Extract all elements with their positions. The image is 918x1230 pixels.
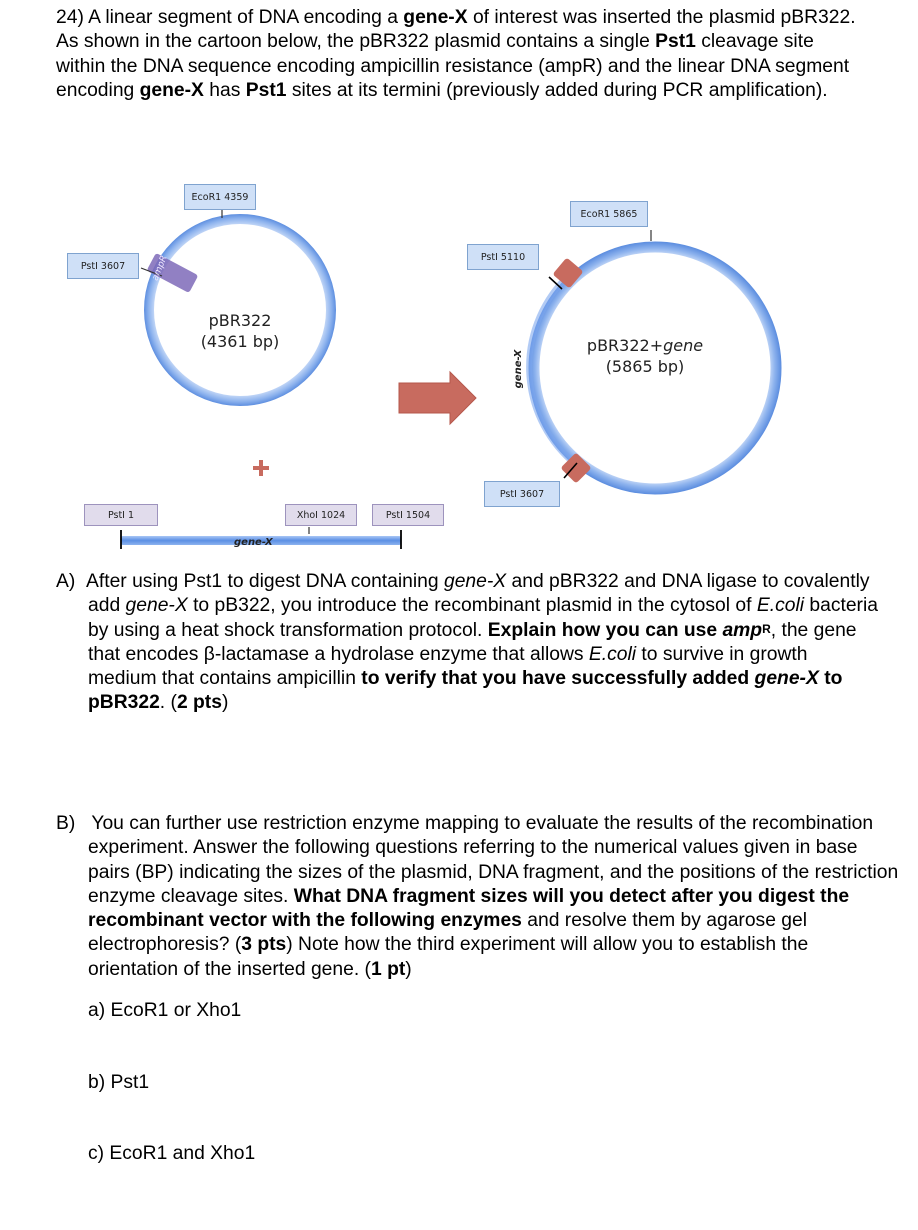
pst1-3607-site — [561, 453, 591, 483]
recombinant-name: pBR322+gene (5865 bp) — [586, 336, 704, 376]
option-a: a) EcoR1 or Xho1 — [88, 1000, 242, 1021]
gene-x-linear-label: gene-X — [234, 537, 273, 548]
ecor1-4359-label: EcoR1 4359 — [184, 184, 256, 210]
option-c: c) EcoR1 and Xho1 — [88, 1143, 256, 1164]
pst1-1-label: PstI 1 — [84, 504, 158, 526]
pst1-5110-label: PstI 5110 — [467, 244, 539, 270]
plus-icon — [253, 460, 269, 476]
pst1-3607-right-tick — [563, 462, 578, 479]
plasmid-diagram — [120, 210, 782, 549]
xho1-1024-label: XhoI 1024 — [285, 504, 357, 526]
plasmid-figure: EcoR1 4359 PstI 3607 ampR pBR322 (4361 b… — [0, 0, 918, 560]
pst1-3607-label: PstI 3607 — [67, 253, 139, 279]
gene-x-insert-label: gene-X — [513, 349, 524, 389]
gene-x-insert-arc — [526, 272, 578, 468]
pbr322-name: pBR322 (4361 bp) — [200, 311, 280, 351]
pst1-3607-tick — [140, 267, 163, 277]
pst1-1504-label: PstI 1504 — [372, 504, 444, 526]
part-b-text: B) You can further use restriction enzym… — [56, 813, 899, 980]
pst1-3607-right-label: PstI 3607 — [484, 481, 560, 507]
ecor1-5865-label: EcoR1 5865 — [570, 201, 648, 227]
option-b: b) Pst1 — [88, 1072, 150, 1093]
question-text: 24) A linear segment of DNA encoding a g… — [56, 7, 856, 101]
pst1-5110-site — [553, 258, 583, 288]
recombinant-ring — [528, 241, 782, 495]
pst1-5110-tick — [548, 276, 563, 290]
part-a-text: A) After using Pst1 to digest DNA contai… — [56, 571, 878, 714]
ampr-marker — [147, 253, 198, 293]
gene-x-linear-bar — [121, 536, 401, 545]
pbr322-ring — [144, 214, 336, 406]
right-arrow-icon — [398, 370, 477, 426]
